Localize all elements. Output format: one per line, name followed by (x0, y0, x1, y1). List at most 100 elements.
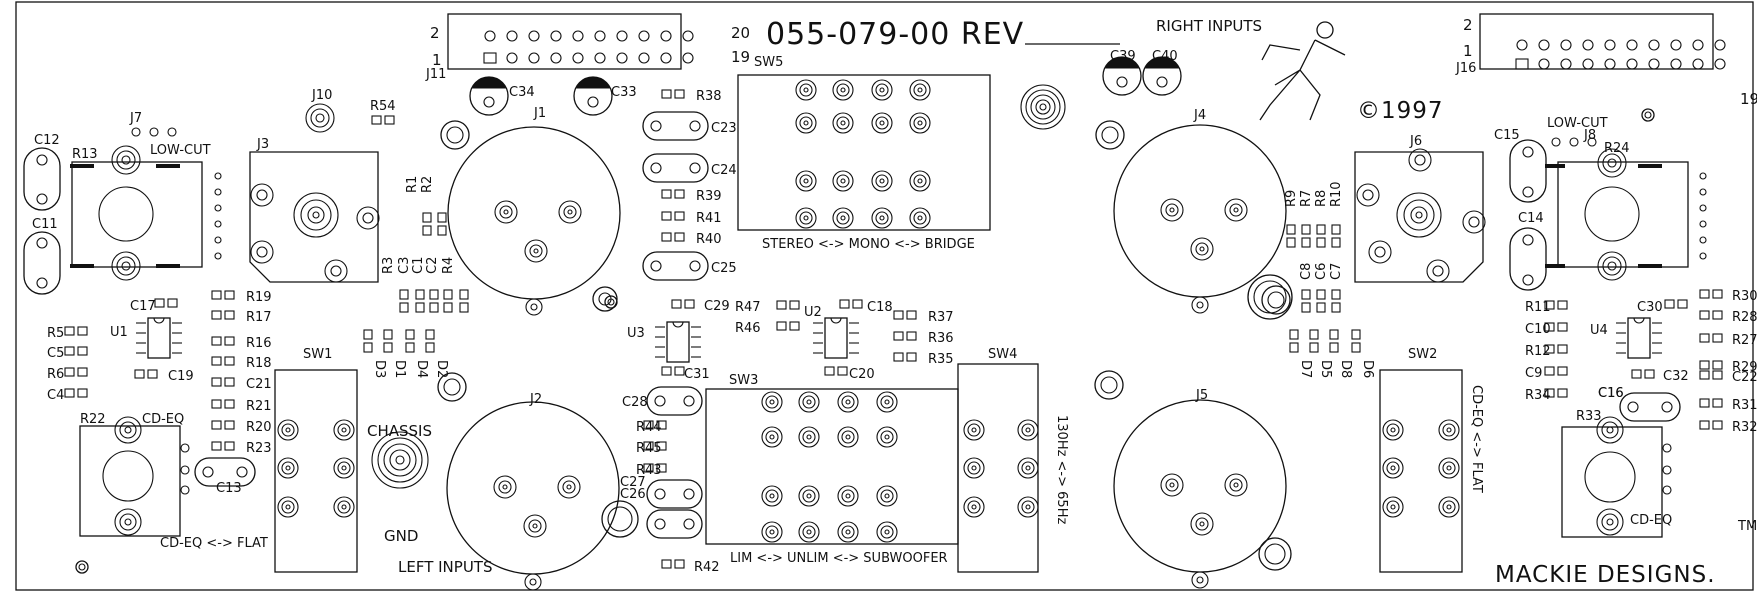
c4-ref: C4 (47, 388, 64, 403)
c31-ref: C31 (684, 367, 710, 382)
pad (180, 465, 190, 475)
header-pin (572, 52, 584, 64)
pad (214, 188, 222, 196)
j1-ref: J1 (533, 106, 546, 121)
r28-ref: R28 (1732, 310, 1757, 325)
switch-sw3: SW3 LIM <-> UNLIM <-> SUBWOOFER (705, 373, 959, 566)
cap-c12: C12 (23, 133, 61, 211)
d3-ref: D3 (372, 360, 387, 378)
header-j11: 2 1 J11 20 19 (425, 13, 750, 82)
cap-c28: C28 (622, 386, 703, 416)
xlr-jack-j5: J5 (1113, 388, 1287, 589)
header-pin (616, 52, 628, 64)
pad (180, 443, 190, 453)
cap-c25: C25 (642, 251, 737, 281)
mounting-hole (1261, 285, 1291, 315)
r4-ref: R4 (441, 257, 456, 274)
d2-ref: D2 (434, 360, 449, 378)
r19-ref: R19 (246, 290, 272, 305)
header-pin (484, 30, 496, 42)
r41-ref: R41 (696, 211, 722, 226)
pot-r22-cdeq: R22 CD-EQ (79, 412, 184, 537)
pad (1699, 204, 1707, 212)
r21-ref: R21 (246, 399, 272, 414)
r42-ref: R42 (694, 560, 720, 575)
r7-ref: R7 (1299, 190, 1314, 207)
r2-ref: R2 (420, 176, 435, 193)
header-pin (1626, 39, 1638, 51)
pad (214, 252, 222, 260)
c40-ref: C40 (1152, 49, 1178, 64)
sw3-function-label: LIM <-> UNLIM <-> SUBWOOFER (730, 551, 948, 566)
mounting-hole (75, 560, 89, 574)
header-pin (1516, 39, 1528, 51)
jack-j6: J6 (1354, 134, 1486, 283)
r36-ref: R36 (928, 331, 954, 346)
c29-ref: C29 (704, 299, 730, 314)
d8-ref: D8 (1338, 360, 1353, 378)
r27-ref: R27 (1732, 333, 1757, 348)
c12-ref: C12 (34, 133, 60, 148)
r43-ref: R43 (636, 463, 662, 478)
header-pin (1670, 39, 1682, 51)
header-pin (528, 52, 540, 64)
header-pin (1538, 39, 1550, 51)
d5-ref: D5 (1318, 360, 1333, 378)
r39-ref: R39 (696, 189, 722, 204)
j11-pin19-label: 19 (731, 48, 750, 66)
c10-ref: C10 (1525, 322, 1551, 337)
header-pin (660, 30, 672, 42)
header-pin (1626, 58, 1638, 70)
copyright: ©1997 (1357, 98, 1444, 124)
r32-ref: R32 (1732, 420, 1757, 435)
u1-ref: U1 (110, 325, 128, 340)
c33-ref: C33 (611, 85, 637, 100)
c27-ref: C27 (620, 475, 646, 490)
cap-c11: C11 (23, 217, 61, 295)
trademark: TM (1737, 519, 1757, 534)
c14-ref: C14 (1518, 211, 1544, 226)
c2-ref: C2 (425, 257, 440, 274)
sw1-ref: SW1 (303, 347, 332, 362)
r31-ref: R31 (1732, 398, 1757, 413)
mounting-hole (1095, 120, 1125, 150)
j16-ref: J16 (1455, 61, 1476, 76)
pad (149, 127, 159, 137)
r11-ref: R11 (1525, 300, 1551, 315)
j3-ref: J3 (256, 137, 269, 152)
electrolytic-c33: C33 (573, 76, 637, 116)
ic-u2: U2 (804, 305, 859, 359)
left-inputs-label: LEFT INPUTS (398, 558, 492, 576)
header-pin (638, 30, 650, 42)
d1-ref: D1 (392, 360, 407, 378)
c18-ref: C18 (867, 300, 893, 315)
r35-ref: R35 (928, 352, 954, 367)
c1-ref: C1 (411, 257, 426, 274)
header-pin (506, 52, 518, 64)
header-pin (1714, 58, 1726, 70)
r1-ref: R1 (405, 176, 420, 193)
r29-ref: R29 (1732, 360, 1757, 375)
u3-ref: U3 (627, 326, 645, 341)
electrolytic-c39: C39 (1102, 49, 1142, 96)
r54-ref: R54 (370, 99, 396, 114)
right-inputs-label: RIGHT INPUTS (1156, 17, 1262, 35)
ic-u4: U4 (1590, 317, 1662, 359)
d4-ref: D4 (414, 360, 429, 378)
cap-c15: C15 (1494, 128, 1547, 203)
d7-ref: D7 (1298, 360, 1313, 378)
r20-ref: R20 (246, 420, 272, 435)
header-pin1 (1515, 58, 1529, 70)
j8-ref: J8 (1583, 128, 1596, 143)
header-pin (1604, 58, 1616, 70)
c11-ref: C11 (32, 217, 58, 232)
c16-ref: C16 (1598, 386, 1624, 401)
r47-ref: R47 (735, 300, 761, 315)
xlr-jack-j1: J1 (447, 106, 621, 316)
header-pin (550, 30, 562, 42)
r33-ref: R33 (1576, 409, 1602, 424)
r17-ref: R17 (246, 310, 272, 325)
header-pin (1692, 39, 1704, 51)
r8-ref: R8 (1314, 190, 1329, 207)
